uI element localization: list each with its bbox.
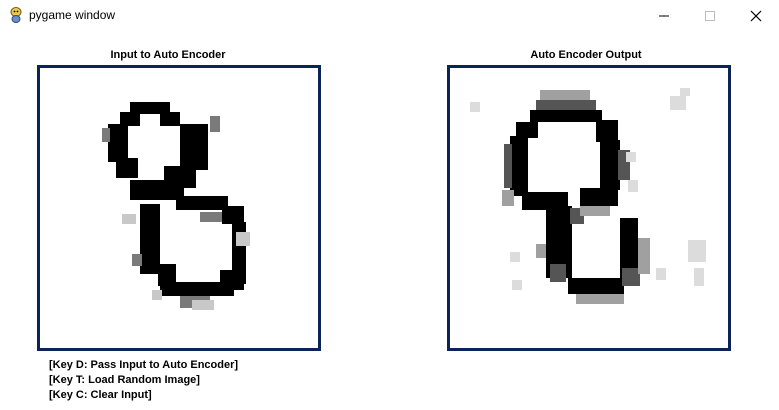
minimize-button[interactable] — [641, 0, 687, 31]
window-title: pygame window — [29, 8, 116, 22]
output-reconstruction-canvas — [447, 65, 731, 351]
maximize-icon — [705, 10, 715, 21]
close-icon — [750, 10, 762, 21]
output-digit-image — [470, 88, 706, 304]
input-panel-title: Input to Auto Encoder — [110, 49, 226, 61]
close-button[interactable] — [733, 0, 779, 31]
minimize-icon — [659, 15, 669, 16]
input-digit-drawing[interactable] — [40, 68, 318, 348]
input-drawing-canvas[interactable] — [37, 65, 321, 351]
help-text-pass-input: [Key D: Pass Input to Auto Encoder] — [49, 359, 239, 371]
output-panel-title: Auto Encoder Output — [530, 49, 642, 61]
title-bar[interactable]: pygame window — [0, 0, 779, 31]
maximize-button[interactable] — [687, 0, 733, 31]
help-text-load-random: [Key T: Load Random Image] — [49, 374, 200, 386]
snake-icon — [10, 7, 22, 23]
help-text-clear-input: [Key C: Clear Input] — [49, 389, 152, 401]
